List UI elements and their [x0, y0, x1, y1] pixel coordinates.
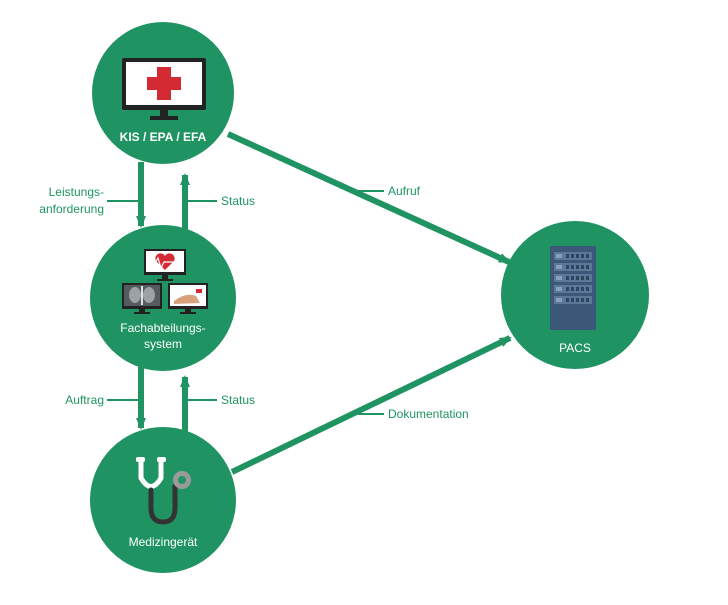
edge-label-leistung-line1: Leistungs- — [49, 185, 104, 199]
node-kis: KIS / EPA / EFA — [92, 22, 234, 164]
label-ticks — [107, 190, 384, 415]
node-pacs: PACS — [501, 221, 649, 369]
edge-label-leistung-line2: anforderung — [39, 202, 104, 216]
node-label-kis: KIS / EPA / EFA — [120, 130, 207, 144]
node-fachabteilungssystem: Fachabteilungs- system — [90, 225, 236, 371]
edge-label-auftrag: Auftrag — [65, 393, 104, 407]
server-rack-icon — [550, 246, 596, 330]
connector-lines — [136, 131, 512, 475]
stethoscope-icon — [136, 457, 191, 525]
node-label-pacs: PACS — [559, 341, 591, 355]
edge-label-status-bottom: Status — [221, 393, 255, 407]
edge-label-aufruf: Aufruf — [388, 184, 421, 198]
node-medizingeraet: Medizingerät — [90, 427, 236, 573]
arrow-kis-to-pacs — [226, 131, 511, 265]
node-label-fach-line2: system — [144, 337, 182, 351]
arrow-med-to-pacs — [230, 335, 512, 475]
edge-labels: Leistungs- anforderung Status Auftrag St… — [39, 184, 468, 421]
medical-monitors-icon — [122, 249, 208, 314]
node-label-medizingeraet: Medizingerät — [129, 535, 198, 549]
edge-label-status-top: Status — [221, 194, 255, 208]
monitor-red-cross-icon — [122, 58, 206, 120]
edge-label-dokumentation: Dokumentation — [388, 407, 469, 421]
node-label-fach-line1: Fachabteilungs- — [120, 321, 205, 335]
